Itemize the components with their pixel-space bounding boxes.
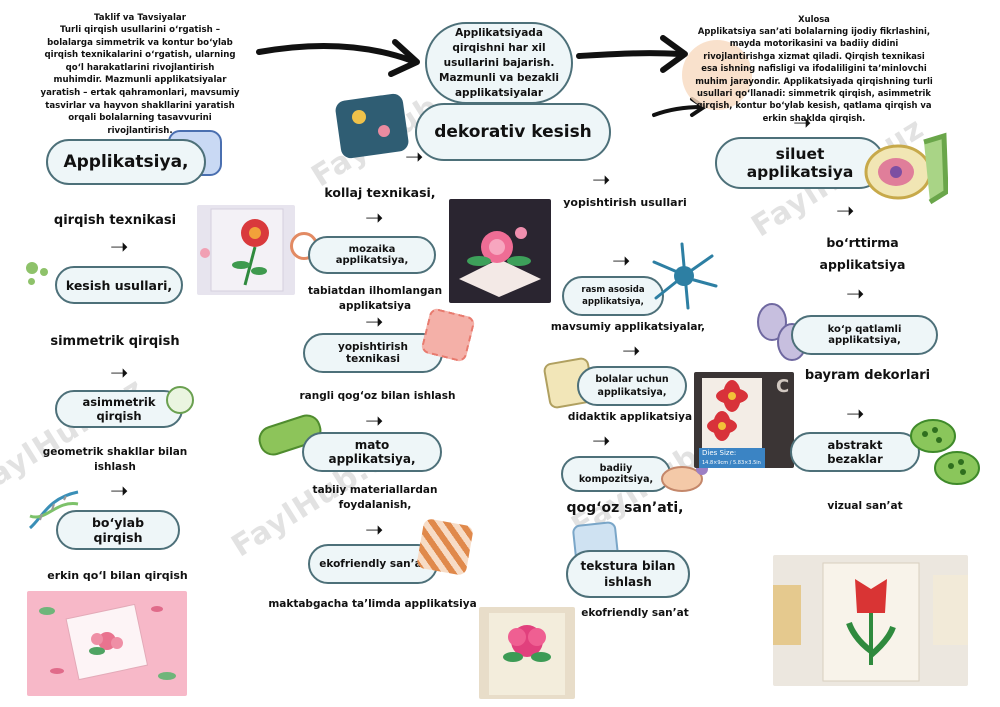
yopishtirish-texnikasi-node: yopishtirish texnikasi [303,333,443,373]
green-dots-deco [26,262,38,274]
arrow-icon: ➝ [110,479,129,504]
geometrik-label: geometrik shakllar bilan ishlash [42,446,188,473]
pattern-dot [352,110,366,124]
svg-text:C: C [776,376,789,397]
dekorativ-kesish-node: dekorativ kesish [415,103,611,161]
arrow-icon: ➝ [110,235,129,260]
popup-flower-card-image [449,199,551,303]
big-arrow-right [576,35,688,73]
mozaika-node: mozaika applikatsiya, [308,236,436,274]
arrow-icon: ➝ [846,282,865,307]
asimmetrik-node: asimmetrik qirqish [55,390,183,428]
dna-icon [28,490,79,530]
arrow-icon: ➝ [365,409,384,434]
kollaj-label: kollaj texnikasi, [324,185,436,200]
abstrakt-node: abstrakt bezaklar [790,432,920,472]
cell-icon [864,132,948,205]
bayram-label: bayram dekorlari [804,368,931,383]
arrow-icon: ➝ [622,339,641,364]
leaf-icon [910,419,980,485]
siluet-node: siluet applikatsiya [715,137,885,189]
neuron-icon [652,242,718,310]
pattern-dot [378,125,390,137]
tabiiy-label: tabiiy materiallardan foydalanish, [312,484,438,511]
striped-tile-deco [416,518,474,576]
erkin-label: erkin qo‘l bilan qirqish [47,569,188,582]
shell-icon [661,463,708,492]
green-dots-deco [40,268,48,276]
yopishtirish-usullari-label: yopishtirish usullari [563,196,687,209]
arrow-icon: ➝ [365,310,384,335]
arrow-icon: ➝ [836,199,855,224]
badiiy-kompozitsiya-node: badiiy kompozitsiya, [561,456,671,492]
center-topic-bubble: Applikatsiyada qirqishni har xil usullar… [425,22,573,104]
peach-blob [682,40,752,110]
xulosa-heading: Xulosa [798,14,830,24]
pink-flower-card-image [27,591,187,696]
big-arrow-left [256,39,420,77]
mato-node: mato applikatsiya, [302,432,442,472]
dies-size-value: 14.8×9cm / 5.83×3.5in [702,460,761,466]
simmetrik-label: simmetrik qirqish [50,334,180,349]
tekstura-node: tekstura bilan ishlash [566,550,690,598]
applikatsiya-node: Applikatsiya, [46,139,206,185]
dies-size-title: Dies Size: [702,449,737,457]
arrow-icon: ➝ [592,429,611,454]
arrow-icon: ➝ [592,168,611,193]
pattern-square-deco [334,92,410,160]
didaktik-label: didaktik applikatsiya [567,411,693,423]
bolalar-uchun-node: bolalar uchun applikatsiya, [577,366,687,406]
borttirma-label: bo‘rttirma applikatsiya [819,235,906,272]
rangli-label: rangli qog‘oz bilan ishlash [299,390,456,402]
kesish-usullari-node: kesish usullari, [55,266,183,304]
arrow-icon: ➝ [365,206,384,231]
red-flower-card-image [197,205,295,295]
cream-flower-card-image [479,607,575,699]
rasm-asosida-node: rasm asosida applikatsiya, [562,276,664,316]
arrow-icon: ➝ [846,402,865,427]
ekofriendly-node: ekofriendly san’at [308,544,438,584]
circle-deco [166,386,194,414]
tulip-card-image [773,555,968,686]
arrow-icon: ➝ [793,111,812,136]
arrow-icon: ➝ [405,145,424,170]
kop-qatlamli-node: ko‘p qatlamli applikatsiya, [791,315,938,355]
dies-size-caption: Dies Size: 14.8×9cm / 5.83×3.5in [699,448,765,468]
arrow-icon: ➝ [110,361,129,386]
tabiatdan-label: tabiatdan ilhomlangan applikatsiya [307,285,443,312]
taklif-body: Turli qirqish usullarini o‘rgatish – bol… [40,25,240,136]
taklif-heading: Taklif va Tavsiyalar [94,13,186,23]
boylab-qirqish-node: bo‘ylab qirqish [56,510,180,550]
green-dots-deco [28,278,35,285]
mavsumiy-label: mavsumiy applikatsiyalar, [550,321,706,333]
qirqish-texnikasi-label: qirqish texnikasi [53,213,177,228]
maktabgacha-label: maktabgacha ta’limda applikatsiya [268,598,477,610]
qogoz-sanati-label: qog‘oz san’ati, [566,500,684,516]
arrow-icon: ➝ [612,249,631,274]
arrow-icon: ➝ [365,518,384,543]
xulosa-body: Applikatsiya san’ati bolalarning ijodiy … [695,26,933,123]
vizual-label: vizual san’at [827,500,903,512]
ekofriendly-label: ekofriendly san’at [581,607,689,619]
